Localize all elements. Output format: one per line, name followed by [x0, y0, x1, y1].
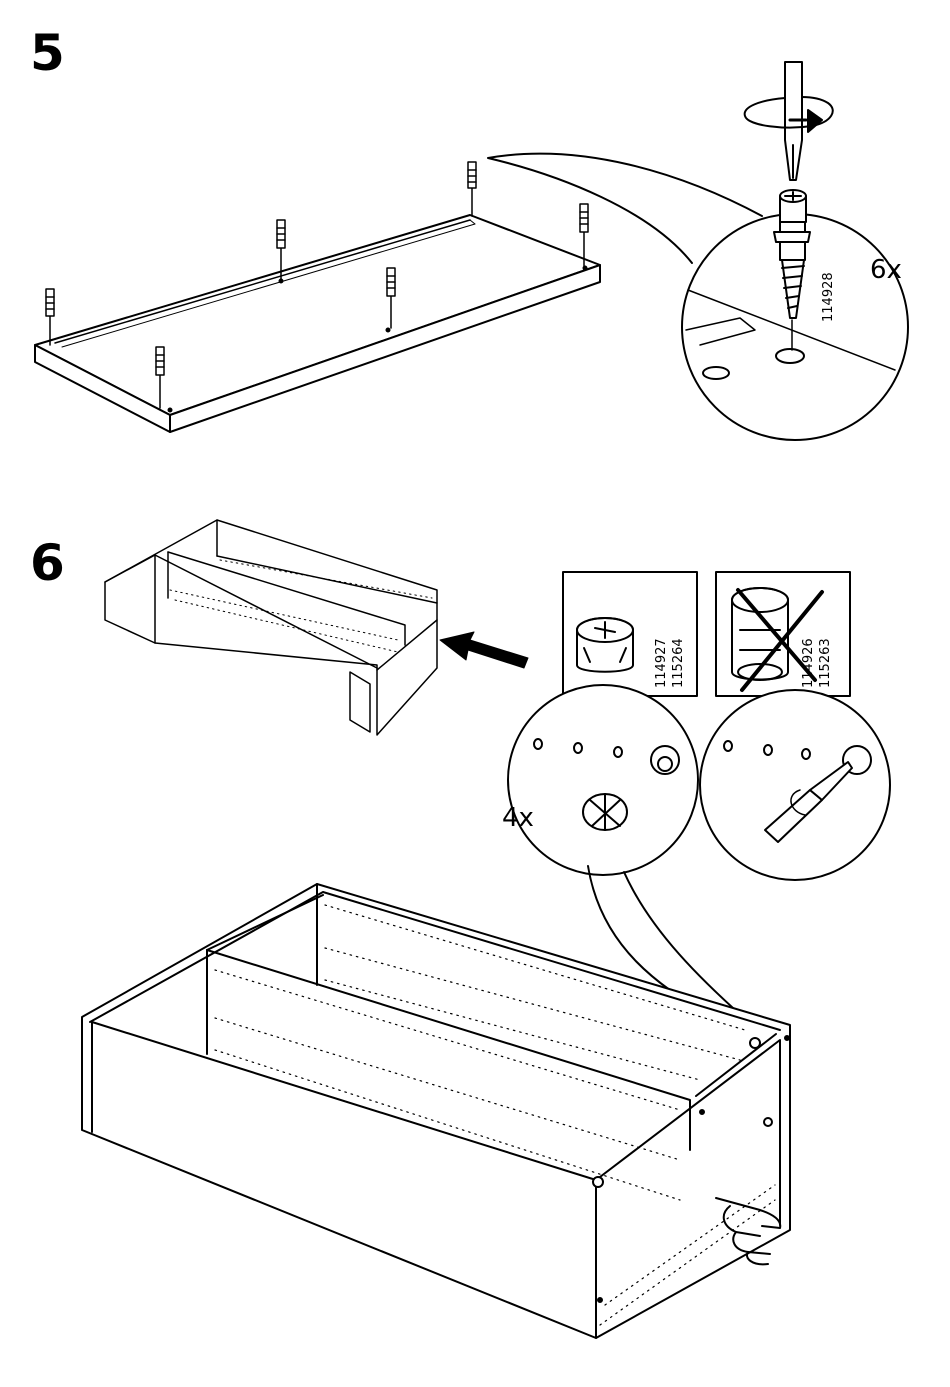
screw	[46, 289, 54, 345]
wrong-part-box: 114926 115263	[716, 572, 850, 696]
step-6-quantity: 4x	[502, 803, 534, 833]
step-5-detail-circle	[682, 190, 908, 440]
cam-lock-icon	[577, 618, 633, 672]
push-arrow-icon	[440, 632, 528, 668]
correct-part-box: 114927 115264	[563, 572, 697, 696]
step-5-quantity: 6x	[870, 255, 902, 285]
step-5-part-number: 114928	[821, 272, 836, 322]
correct-part-number-1: 114927	[654, 638, 669, 688]
step-5-number: 5	[30, 24, 65, 82]
step-6-frame-large	[82, 884, 790, 1338]
step-5-panel	[35, 215, 600, 432]
cam-lock-icon	[583, 794, 627, 830]
step-6-frame-small	[105, 520, 437, 735]
wrong-part-number-2: 115263	[818, 638, 833, 688]
correct-part-number-2: 115264	[671, 638, 686, 688]
step-6-number: 6	[30, 534, 65, 592]
step-6-detail-circle-wrong	[700, 690, 890, 880]
step-6-detail-circle-correct	[508, 685, 698, 875]
screw	[468, 162, 476, 216]
